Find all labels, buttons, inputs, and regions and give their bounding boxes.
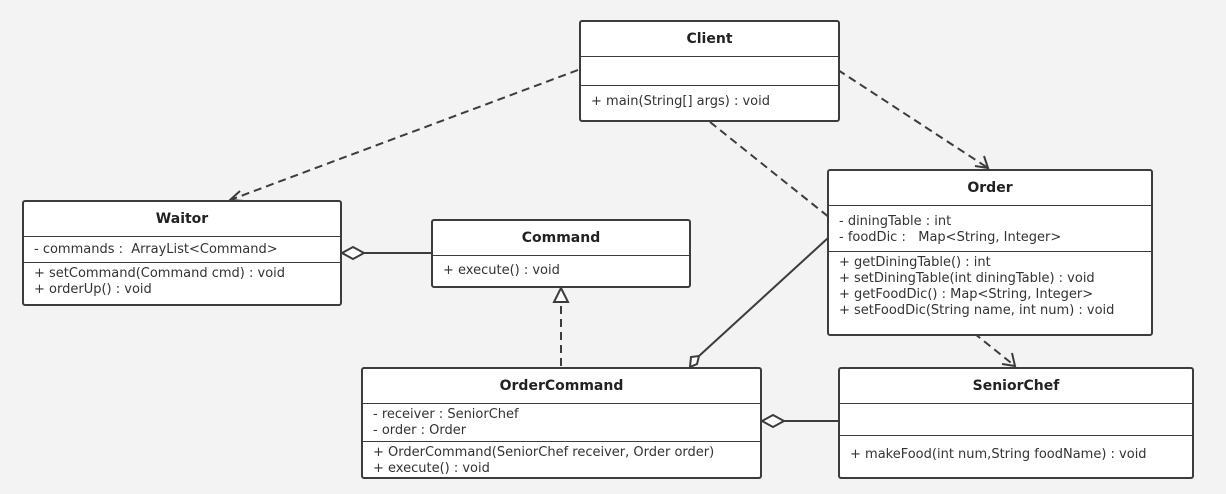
class-order[interactable]: Order - diningTable : int - foodDic : Ma…: [827, 169, 1153, 336]
attribute: - foodDic : Map<String, Integer>: [839, 230, 1062, 245]
class-client[interactable]: Client + main(String[] args) : void: [579, 20, 840, 122]
method: + setDiningTable(int diningTable) : void: [839, 271, 1095, 286]
methods-section: + main(String[] args) : void: [581, 86, 838, 112]
class-name: Client: [581, 22, 838, 57]
class-name: SeniorChef: [840, 369, 1192, 404]
attributes-section: - diningTable : int - foodDic : Map<Stri…: [829, 206, 1151, 252]
attribute: - diningTable : int: [839, 214, 952, 229]
class-name: Waitor: [24, 202, 340, 237]
realization-ordercommand-command: [552, 285, 570, 366]
attributes-section: - commands : ArrayList<Command>: [24, 237, 340, 263]
class-seniorchef[interactable]: SeniorChef + makeFood(int num,String foo…: [838, 367, 1194, 479]
class-name: OrderCommand: [363, 369, 760, 404]
methods-section: + OrderCommand(SeniorChef receiver, Orde…: [363, 442, 760, 477]
dependency-client-order: [837, 69, 990, 170]
method: + main(String[] args) : void: [591, 94, 770, 109]
method: + setFoodDic(String name, int num) : voi…: [839, 303, 1115, 318]
attributes-section: - receiver : SeniorChef - order : Order: [363, 404, 760, 442]
method: + execute() : void: [443, 263, 560, 278]
attribute: - commands : ArrayList<Command>: [34, 242, 278, 257]
methods-section: + execute() : void: [433, 256, 689, 281]
method: + getFoodDic() : Map<String, Integer>: [839, 287, 1094, 302]
method: + setCommand(Command cmd) : void: [34, 266, 286, 281]
methods-section: + getDiningTable() : int + setDiningTabl…: [829, 252, 1151, 321]
method: + orderUp() : void: [34, 282, 152, 297]
method: + getDiningTable() : int: [839, 255, 991, 270]
method: + execute() : void: [373, 461, 490, 476]
aggregation-waitor-command: [339, 245, 432, 261]
method: + makeFood(int num,String foodName) : vo…: [850, 447, 1147, 462]
aggregation-ordercommand-seniorchef: [759, 413, 838, 429]
methods-section: + makeFood(int num,String foodName) : vo…: [840, 436, 1192, 465]
class-ordercommand[interactable]: OrderCommand - receiver : SeniorChef - o…: [361, 367, 762, 479]
attribute: - receiver : SeniorChef: [373, 407, 519, 422]
class-name: Command: [433, 221, 689, 256]
attributes-section: [840, 404, 1192, 436]
aggregation-ordercommand-order: [688, 237, 829, 369]
methods-section: + setCommand(Command cmd) : void + order…: [24, 263, 340, 300]
attributes-section: [581, 57, 838, 86]
class-name: Order: [829, 171, 1151, 206]
method: + OrderCommand(SeniorChef receiver, Orde…: [373, 445, 715, 460]
dependency-client-waitor: [227, 69, 579, 202]
attribute: - order : Order: [373, 423, 467, 438]
class-command[interactable]: Command + execute() : void: [431, 219, 691, 288]
class-waitor[interactable]: Waitor - commands : ArrayList<Command> +…: [22, 200, 342, 306]
